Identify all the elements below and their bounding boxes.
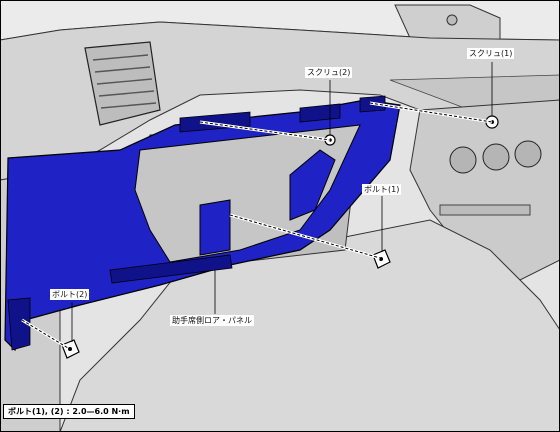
mirror-knob [446, 14, 458, 26]
bolt-1-label: ボルト(1) [362, 184, 402, 195]
panel-cutout [134, 124, 361, 263]
panel-left-edge [7, 297, 31, 351]
air-vent-slats [92, 54, 157, 109]
bolt-2-path [21, 319, 69, 349]
screw-1-label: スクリュ(1) [467, 48, 515, 59]
panel-bracket-lower [199, 199, 231, 256]
bolt-2-label: ボルト(2) [50, 289, 90, 300]
climate-knob-right [514, 140, 542, 168]
climate-knob-center [482, 143, 510, 171]
torque-spec-note: ボルト(1), (2) : 2.0—6.0 N·m [3, 404, 135, 419]
bolt-1-fastener [372, 249, 391, 269]
panel-bracket-right [289, 149, 336, 221]
bolt-2-fastener [61, 339, 80, 359]
panel-top-tabs [179, 95, 386, 133]
dashboard-trim [389, 74, 560, 111]
bolt-1-path [229, 214, 381, 259]
screw-1-path [369, 102, 493, 123]
panel-label: 助手席側ロア・パネル [170, 315, 254, 326]
screw-2-label: スクリュ(2) [305, 67, 353, 78]
console-slot [439, 204, 531, 216]
climate-knob-left [449, 146, 477, 174]
panel-lower-rail [109, 254, 233, 284]
screw-2-path [199, 121, 331, 141]
